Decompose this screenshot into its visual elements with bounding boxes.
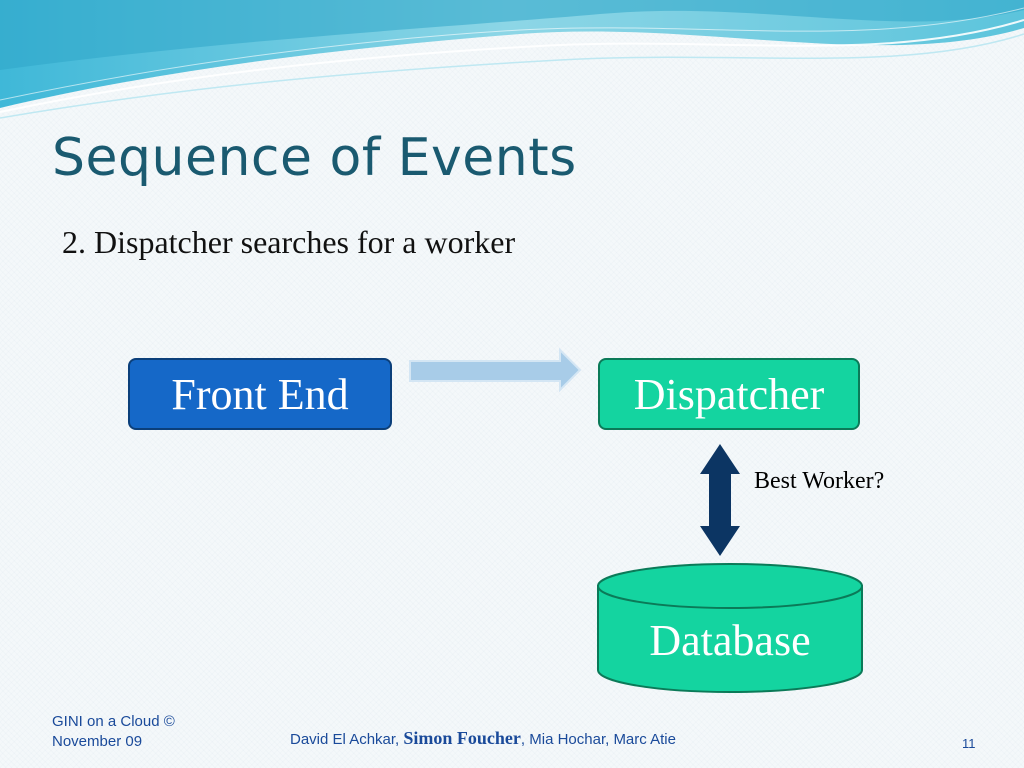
footer-left-text: GINI on a Cloud © November 09 <box>52 713 175 750</box>
dispatcher-label: Dispatcher <box>633 369 825 419</box>
slide-title: Sequence of Events <box>52 128 577 188</box>
slide-subtitle: 2. Dispatcher searches for a worker <box>62 224 516 260</box>
footer-authors-part1: David El Achkar, <box>290 731 404 748</box>
dispatcher-box: Dispatcher <box>598 358 860 430</box>
flow-arrow <box>409 347 582 393</box>
footer-authors-part2: , Mia Hochar, Marc Atie <box>520 731 676 748</box>
footer-authors-highlight: Simon Foucher <box>403 728 521 748</box>
front-end-label: Front End <box>171 369 349 419</box>
footer-authors: David El Achkar, Simon Foucher, Mia Hoch… <box>290 728 676 749</box>
header-wave-decoration <box>0 0 1024 119</box>
best-worker-label: Best Worker? <box>754 468 885 494</box>
front-end-box: Front End <box>128 358 392 430</box>
database-label: Database <box>649 615 811 665</box>
database-cylinder <box>597 563 863 693</box>
page-number: 11 <box>962 736 976 751</box>
bidirectional-arrow <box>700 444 740 556</box>
